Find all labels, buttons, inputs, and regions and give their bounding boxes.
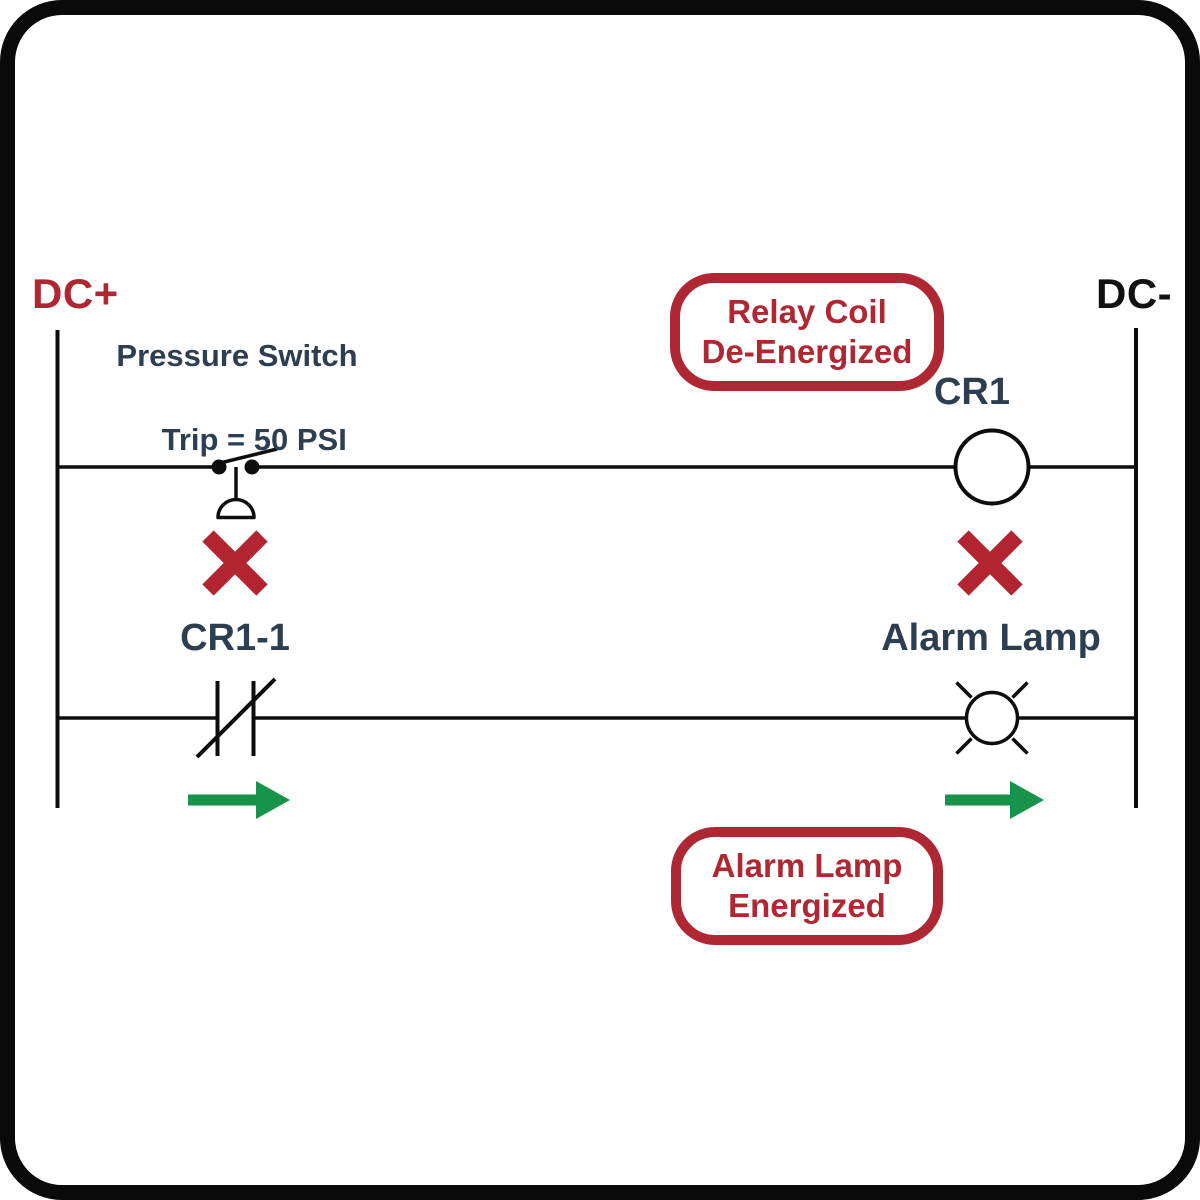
pressure-switch-contact-symbol (211, 447, 278, 520)
switch-lever-line (215, 447, 278, 466)
relay-coil-state-line2: De-Energized (701, 333, 913, 370)
lamp-ray (955, 737, 973, 755)
contact-label: CR1-1 (180, 617, 290, 659)
pressure-switch-label-line1: Pressure Switch (116, 338, 358, 373)
green-arrow-icon (188, 781, 290, 819)
switch-terminal-dot (244, 459, 260, 475)
alarm-lamp-state-line1: Alarm Lamp (711, 847, 903, 884)
green-arrow-icon (945, 781, 1044, 819)
lamp-ray (1011, 737, 1029, 755)
relay-coil-state-line1: Relay Coil (727, 293, 887, 330)
pressure-switch-label-line2: Trip = 50 PSI (161, 422, 347, 457)
relay-coil-label: CR1 (933, 371, 1011, 413)
lamp-circle (964, 690, 1020, 746)
lamp-ray (955, 681, 973, 699)
alarm-lamp-label: Alarm Lamp (881, 617, 1101, 659)
relay-coil-circle-symbol (953, 428, 1031, 506)
negative-rail-label: DC- (1096, 270, 1173, 317)
contact-nc-slash (195, 677, 277, 759)
red-x-icon (202, 530, 268, 596)
pressure-diaphragm-dome (216, 497, 256, 520)
normally-closed-contact-symbol (195, 677, 277, 759)
alarm-lamp-state-callout: Alarm Lamp Energized (671, 827, 943, 945)
positive-rail-label: DC+ (32, 270, 119, 317)
lamp-ray (1011, 681, 1029, 699)
pressure-switch-label: Pressure Switch Trip = 50 PSI (62, 335, 412, 461)
red-x-icon (957, 530, 1023, 596)
relay-coil-state-callout: Relay Coil De-Energized (670, 273, 944, 391)
alarm-lamp-state-line2: Energized (728, 887, 886, 924)
lamp-with-rays-symbol (955, 681, 1029, 755)
